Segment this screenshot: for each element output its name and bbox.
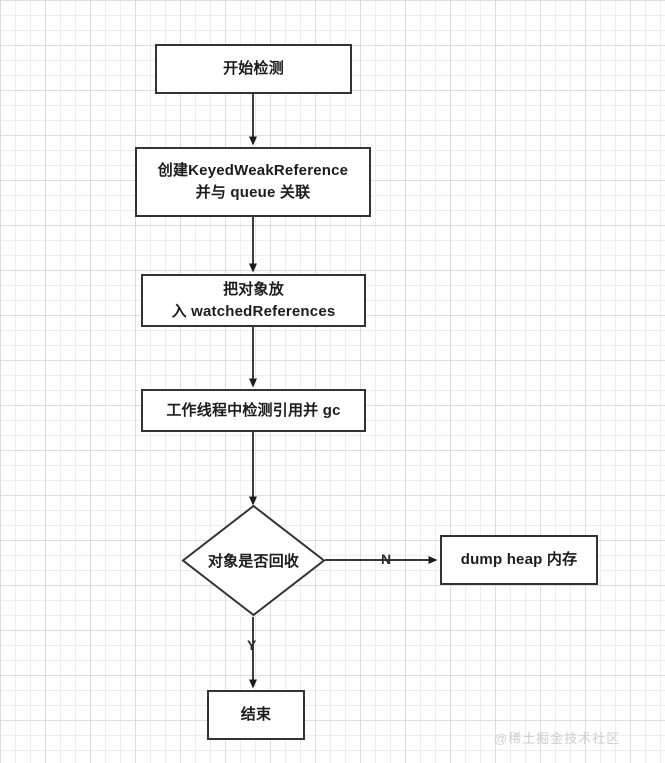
node-end[interactable]: 结束 bbox=[207, 690, 305, 740]
diamond-shape bbox=[181, 504, 326, 617]
watermark: @稀土掘金技术社区 bbox=[494, 731, 621, 746]
node-worker-thread-gc-label: 工作线程中检测引用并 gc bbox=[166, 401, 341, 419]
node-dump-heap[interactable]: dump heap 内存 bbox=[440, 535, 598, 585]
node-start[interactable]: 开始检测 bbox=[155, 44, 352, 94]
node-end-label: 结束 bbox=[240, 706, 272, 724]
node-decision-object-collected[interactable]: 对象是否回收 bbox=[181, 504, 326, 617]
node-dump-heap-label: dump heap 内存 bbox=[460, 551, 578, 569]
node-create-keyedweakreference-label: 创建KeyedWeakReference 并与 queue 关联 bbox=[157, 162, 349, 201]
node-start-label: 开始检测 bbox=[223, 60, 284, 78]
node-create-keyedweakreference[interactable]: 创建KeyedWeakReference 并与 queue 关联 bbox=[135, 147, 371, 217]
node-decision-object-collected-label: 对象是否回收 bbox=[207, 553, 300, 570]
edge-label-yes: Y bbox=[247, 637, 257, 653]
node-add-to-watchedreferences-label: 把对象放 入 watchedReferences bbox=[171, 280, 336, 320]
edge-label-no: N bbox=[381, 551, 392, 567]
node-worker-thread-gc[interactable]: 工作线程中检测引用并 gc bbox=[141, 389, 366, 432]
node-add-to-watchedreferences[interactable]: 把对象放 入 watchedReferences bbox=[141, 274, 366, 327]
